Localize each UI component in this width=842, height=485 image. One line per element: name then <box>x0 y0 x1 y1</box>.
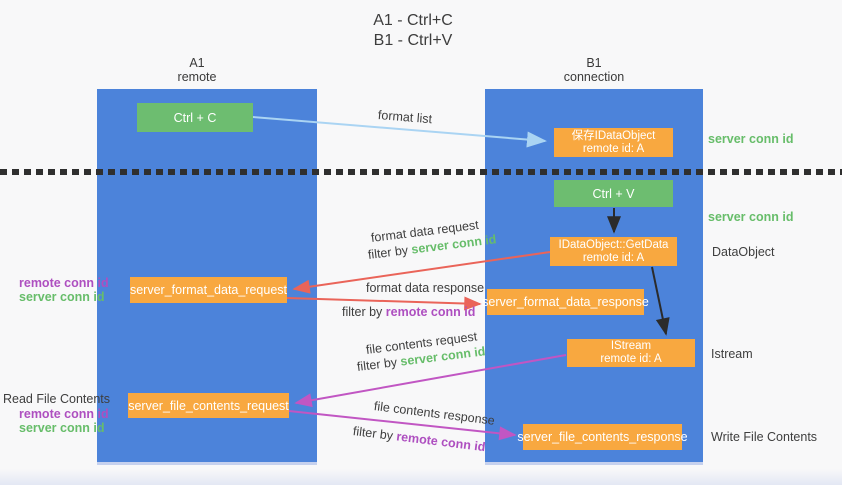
format-list-label: format list <box>377 108 433 127</box>
ctrl-v-label: Ctrl + V <box>592 186 635 201</box>
phase-divider-dotted-line <box>0 169 842 175</box>
istream-remote-id: remote id: A <box>600 353 662 365</box>
server-file-contents-response-label: server_file_contents_response <box>517 430 688 444</box>
remote-conn-id-label: remote conn id <box>19 407 109 421</box>
lifeline-b1-name: B1 <box>586 56 602 70</box>
title-line-b1: B1 - Ctrl+V <box>373 32 453 49</box>
conn-id-group-1: remote conn id server conn id <box>19 276 109 304</box>
server-conn-id-mid-right: server conn id <box>708 210 794 224</box>
server-format-data-request-box: server_format_data_request <box>130 277 287 303</box>
write-file-contents-label: Write File Contents <box>711 430 818 444</box>
filter-by-text: filter by <box>356 354 402 374</box>
save-dataobject-remote-id: remote id: A <box>582 142 645 155</box>
file-contents-response-filter: filter by remote conn id <box>352 424 486 454</box>
ctrl-c-box: Ctrl + C <box>137 103 253 132</box>
format-data-response-label: format data response <box>366 281 485 295</box>
save-dataobject-title: 保存IDataObject <box>571 129 656 142</box>
format-data-response-filter: filter by remote conn id <box>342 305 475 319</box>
server-conn-id-label: server conn id <box>19 289 105 304</box>
file-contents-response-label: file contents response <box>373 399 496 428</box>
server-file-contents-request-box: server_file_contents_request <box>128 393 289 418</box>
remote-conn-id-key: remote conn id <box>395 429 487 455</box>
save-dataobject-box: 保存IDataObject remote id: A <box>554 128 673 157</box>
filter-by-text: filter by <box>367 242 413 262</box>
title-line-a1: A1 - Ctrl+C <box>373 12 453 29</box>
server-file-contents-request-label: server_file_contents_request <box>128 398 289 413</box>
istream-box: IStream remote id: A <box>567 339 695 367</box>
server-conn-id-top-right: server conn id <box>708 132 794 146</box>
server-format-data-response-label: server_format_data_response <box>482 295 649 309</box>
lifeline-a1-role: remote <box>177 69 217 84</box>
getdata-box: IDataObject::GetData remote id: A <box>550 237 677 266</box>
server-format-data-response-box: server_format_data_response <box>482 289 649 315</box>
server-file-contents-response-box: server_file_contents_response <box>517 424 688 450</box>
remote-conn-id-key: remote conn id <box>385 305 476 319</box>
ctrl-c-label: Ctrl + C <box>173 110 217 125</box>
filter-by-text: filter by <box>342 305 386 319</box>
istream-side-label: Istream <box>711 347 753 361</box>
server-format-data-request-label: server_format_data_request <box>129 283 288 297</box>
lifeline-header-a1: A1 remote <box>97 56 297 84</box>
filter-by-text: filter by <box>352 424 398 444</box>
lifeline-b1-role: connection <box>563 69 625 84</box>
conn-id-group-2: remote conn id server conn id <box>19 407 109 435</box>
dataobject-side-label: DataObject <box>712 245 775 259</box>
ctrl-v-box: Ctrl + V <box>554 180 673 207</box>
read-file-contents-label: Read File Contents <box>3 392 111 406</box>
remote-conn-id-label: remote conn id <box>19 276 109 290</box>
server-conn-id-label: server conn id <box>19 420 105 435</box>
lifeline-a1-name: A1 <box>189 56 205 70</box>
lifeline-header-b1: B1 connection <box>485 56 703 84</box>
istream-title: IStream <box>610 340 652 352</box>
getdata-remote-id: remote id: A <box>582 251 645 264</box>
getdata-title: IDataObject::GetData <box>558 238 669 251</box>
diagram-title: A1 - Ctrl+C B1 - Ctrl+V <box>329 11 497 51</box>
